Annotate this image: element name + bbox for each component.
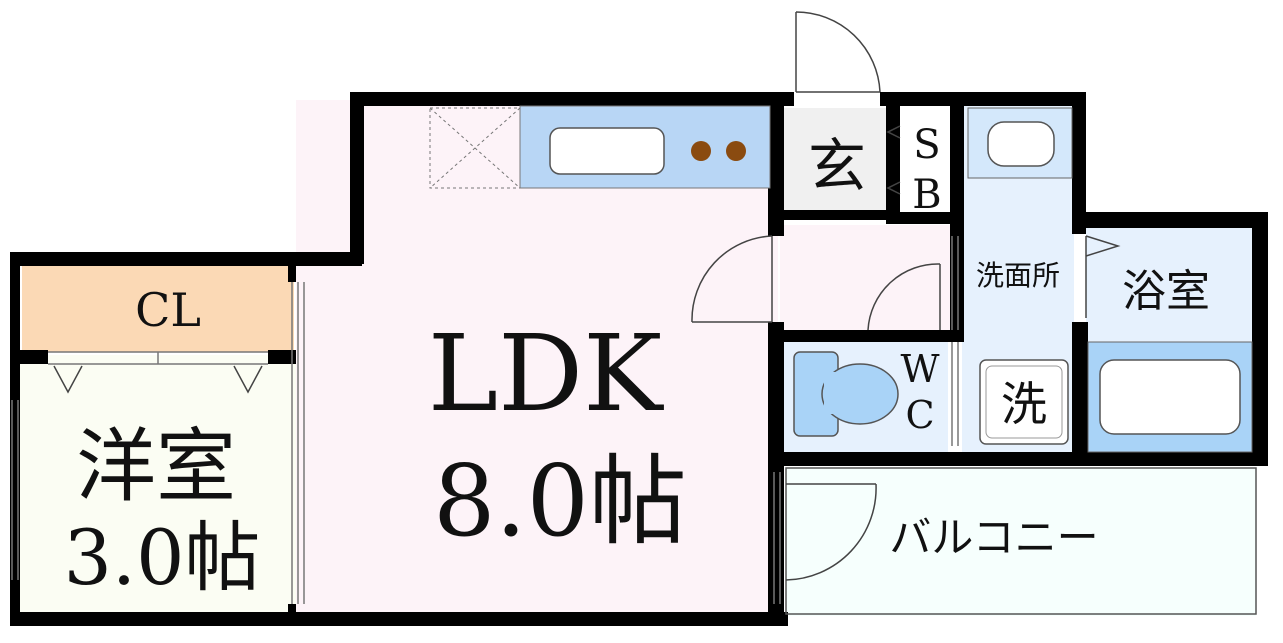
balcony-door: [785, 483, 877, 581]
closet-floor: [22, 264, 294, 352]
fridge-space: [429, 107, 521, 189]
kitchen-sink: [549, 127, 665, 175]
front-door: [795, 11, 881, 93]
stove-burner: [726, 141, 746, 161]
washer-label: 洗: [1001, 377, 1047, 431]
shoe-box-doors: [886, 125, 901, 195]
shoe-box-label-b: B: [912, 172, 941, 218]
balcony-label: バルコニー: [889, 513, 1098, 562]
partitions: [11, 236, 1257, 615]
washroom-label: 洗面所: [976, 259, 1060, 292]
washer-space: [979, 359, 1069, 445]
entrance-label: 玄: [808, 132, 866, 200]
toilet-label-c: C: [905, 393, 934, 437]
balcony-floor: [786, 468, 1256, 616]
ldk-size: 8.0帖: [433, 445, 687, 559]
western-room-floor: [18, 355, 296, 615]
wash-basin: [967, 107, 1073, 179]
walls: [10, 92, 1268, 626]
entrance-floor: [784, 108, 888, 210]
shoe-box-label-s: S: [913, 122, 940, 168]
ldk-name: LDK: [428, 312, 664, 435]
toilet-door: [867, 263, 941, 331]
western-room-size: 3.0帖: [64, 513, 261, 602]
bathtub: [1087, 341, 1253, 453]
stove-burner: [691, 141, 711, 161]
shoe-box-floor: [900, 108, 952, 214]
western-room-name: 洋室: [76, 420, 236, 513]
toilet-fixture: [793, 351, 899, 437]
closet-doors: [53, 365, 263, 394]
hallway-floor: [780, 225, 962, 333]
closet-label: CL: [135, 283, 201, 337]
doors: [53, 11, 1121, 581]
bathroom-label: 浴室: [1122, 266, 1210, 317]
ldk-door: [691, 235, 773, 323]
bathroom-door: [1085, 235, 1121, 318]
toilet-label-w: W: [900, 347, 939, 391]
kitchen: [429, 105, 771, 189]
